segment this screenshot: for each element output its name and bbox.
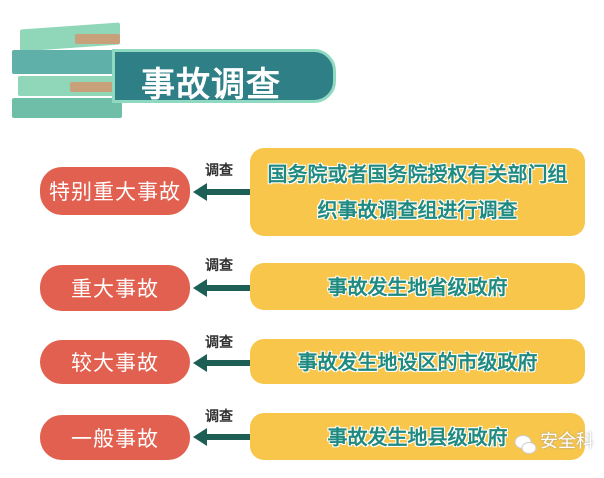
level-pill-1: 特别重大事故 <box>40 167 190 215</box>
authority-box-3: 事故发生地设区的市级政府 <box>250 339 585 384</box>
level-pill-3: 较大事故 <box>40 340 190 384</box>
arrow-left-icon <box>193 279 250 297</box>
level-pill-4: 一般事故 <box>40 415 190 460</box>
arrow-left-icon <box>193 354 250 372</box>
page-title: 事故调查 <box>141 65 281 105</box>
arrow-label-2: 调查 <box>205 258 233 274</box>
title-banner: 事故调查 <box>112 49 336 105</box>
level-pill-2: 重大事故 <box>40 265 190 311</box>
book <box>12 50 122 74</box>
book-pages <box>75 34 120 44</box>
book-pages <box>70 82 120 92</box>
arrow-left-icon <box>193 428 250 446</box>
books-illustration <box>10 18 125 118</box>
book <box>12 98 122 118</box>
arrow-label-4: 调查 <box>205 409 233 425</box>
arrow-left-icon <box>193 183 250 201</box>
authority-box-4: 事故发生地县级政府 <box>250 413 585 460</box>
authority-box-2: 事故发生地省级政府 <box>250 263 585 310</box>
watermark: 安全科 <box>540 431 594 452</box>
arrow-label-1: 调查 <box>205 163 233 179</box>
arrow-label-3: 调查 <box>205 335 233 351</box>
wechat-icon <box>514 435 537 454</box>
authority-box-1: 国务院或者国务院授权有关部门组织事故调查组进行调查 <box>250 148 585 236</box>
